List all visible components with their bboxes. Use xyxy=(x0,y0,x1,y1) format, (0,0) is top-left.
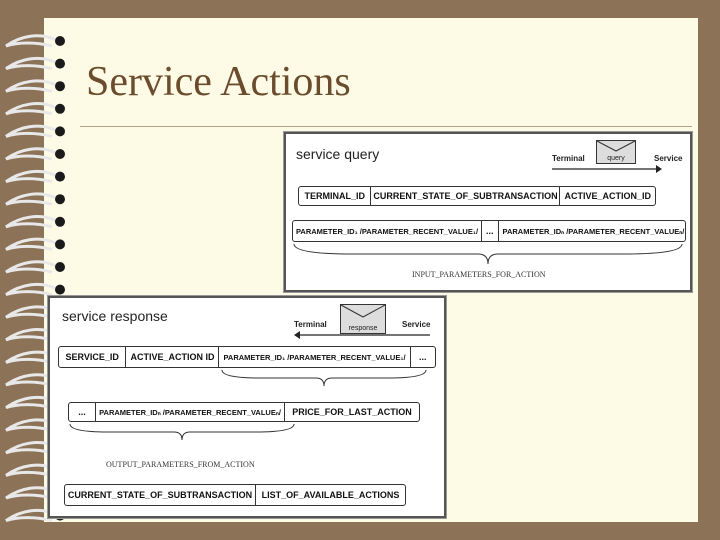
response-cell-current-state: CURRENT_STATE_OF_SUBTRANSACTION xyxy=(65,485,256,505)
response-terminal-label: Terminal xyxy=(294,320,327,329)
response-cell-param-1: PARAMETER_ID₁ /PARAMETER_RECENT_VALUE₁/ xyxy=(219,347,411,367)
response-cell-active-action: ACTIVE_ACTION ID xyxy=(126,347,220,367)
service-query-label: service query xyxy=(296,146,380,162)
response-cell-ellipsis: ... xyxy=(419,352,427,362)
spiral-hole xyxy=(55,58,65,69)
query-param-row: PARAMETER_ID₁ /PARAMETER_RECENT_VALUE₁/ … xyxy=(292,220,686,242)
query-service-label: Service xyxy=(654,154,683,163)
response-cell-available-actions: LIST_OF_AVAILABLE_ACTIONS xyxy=(261,490,400,500)
response-cell-price: PRICE_FOR_LAST_ACTION xyxy=(292,407,412,417)
spiral-ring xyxy=(5,463,57,477)
spiral-hole xyxy=(55,239,65,250)
spiral-ring xyxy=(5,79,57,93)
spiral-ring xyxy=(5,305,57,319)
spiral-ring xyxy=(5,102,57,116)
response-state-row: CURRENT_STATE_OF_SUBTRANSACTION LIST_OF_… xyxy=(64,484,406,506)
spiral-ring xyxy=(5,237,57,251)
spiral-ring xyxy=(5,350,57,364)
spiral-ring xyxy=(5,418,57,432)
spiral-ring xyxy=(5,373,57,387)
query-header-row: TERMINAL_ID CURRENT_STATE_OF_SUBTRANSACT… xyxy=(298,186,656,206)
spiral-ring xyxy=(5,441,57,455)
spiral-ring xyxy=(5,260,57,274)
response-brace-top xyxy=(221,369,427,387)
service-response-panel: service response Terminal response Servi… xyxy=(48,296,446,518)
spiral-hole xyxy=(55,284,65,295)
query-cell-param-n: PARAMETER_IDₙ /PARAMETER_RECENT_VALUEₙ/ xyxy=(502,226,685,236)
spiral-hole xyxy=(55,194,65,205)
spiral-hole xyxy=(55,103,65,114)
query-brace xyxy=(293,243,683,265)
spiral-ring xyxy=(5,486,57,500)
response-envelope-icon: response xyxy=(340,304,386,334)
query-cell-active-action: ACTIVE_ACTION_ID xyxy=(564,191,651,201)
response-arrow xyxy=(294,331,430,339)
query-cell-current-state: CURRENT_STATE_OF_SUBTRANSACTION xyxy=(371,187,561,205)
service-query-panel: service query Terminal query Service TER… xyxy=(284,132,692,292)
spiral-ring xyxy=(5,34,57,48)
spiral-ring xyxy=(5,169,57,184)
response-envelope-label: response xyxy=(348,325,378,332)
spiral-hole xyxy=(55,36,65,46)
title-divider xyxy=(80,126,692,127)
query-terminal-label: Terminal xyxy=(552,154,585,163)
response-header-row: SERVICE_ID ACTIVE_ACTION ID PARAMETER_ID… xyxy=(58,346,436,368)
spiral-ring xyxy=(5,328,57,342)
spiral-ring xyxy=(5,282,57,297)
response-cell-service-id: SERVICE_ID xyxy=(59,347,127,367)
spiral-ring xyxy=(5,147,57,161)
spiral-hole xyxy=(55,126,65,137)
service-response-label: service response xyxy=(62,308,168,324)
query-cell-terminal-id: TERMINAL_ID xyxy=(299,187,372,205)
spiral-ring xyxy=(5,56,57,71)
response-cell-param-n: PARAMETER_IDₙ /PARAMETER_RECENT_VALUEₙ/ xyxy=(96,403,285,421)
response-brace-bottom xyxy=(69,423,295,441)
spiral-ring xyxy=(5,395,57,410)
spiral-hole xyxy=(55,216,65,227)
spiral-hole xyxy=(55,81,65,92)
query-brace-label: INPUT_PARAMETERS_FOR_ACTION xyxy=(412,270,546,279)
response-brace-label: OUTPUT_PARAMETERS_FROM_ACTION xyxy=(106,460,255,469)
spiral-ring xyxy=(5,508,57,523)
response-param-row: ... PARAMETER_IDₙ /PARAMETER_RECENT_VALU… xyxy=(68,402,420,422)
query-envelope-icon: query xyxy=(596,140,636,164)
spiral-hole xyxy=(55,262,65,272)
spiral-ring xyxy=(5,192,57,206)
response-service-label: Service xyxy=(402,320,431,329)
slide-title: Service Actions xyxy=(86,59,351,105)
query-envelope-label: query xyxy=(607,155,625,162)
spiral-ring xyxy=(5,124,57,138)
spiral-ring xyxy=(5,215,57,229)
spiral-hole xyxy=(55,149,65,159)
query-arrow xyxy=(552,165,662,173)
query-cell-ellipsis: ... xyxy=(482,221,499,241)
spiral-hole xyxy=(55,171,65,182)
query-cell-param-1: PARAMETER_ID₁ /PARAMETER_RECENT_VALUE₁/ xyxy=(293,221,482,241)
response-cell-leading-ellipsis: ... xyxy=(69,403,96,421)
